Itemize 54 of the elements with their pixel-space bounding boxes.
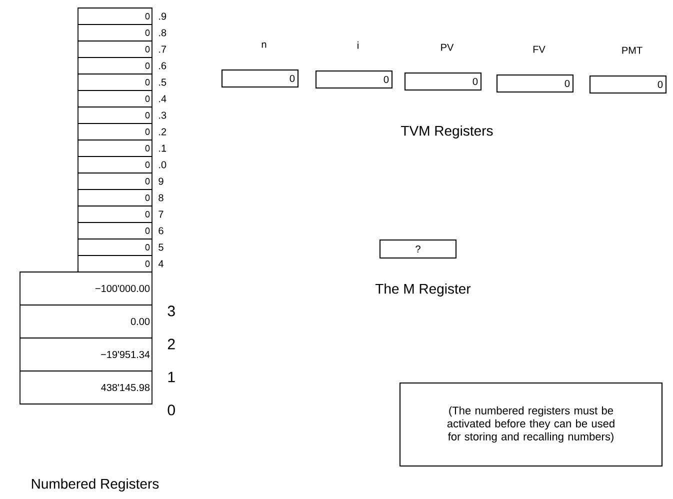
register-box: 0 <box>316 70 392 88</box>
register-number: 6 <box>158 227 164 234</box>
register-cell: 0 <box>78 8 152 25</box>
register-cell: 0 <box>78 106 152 124</box>
register-cell: 0 <box>78 140 152 157</box>
section-caption: The M Register <box>375 283 471 297</box>
register-box: 0 <box>590 76 666 94</box>
register-number: 7 <box>158 210 164 218</box>
register-cell: 0 <box>78 206 152 223</box>
register-cell: 438'145.98 <box>20 370 152 404</box>
register-number: 5 <box>158 244 164 251</box>
register-number: .6 <box>159 62 166 70</box>
register-number: .2 <box>159 128 166 136</box>
register-cell: 0 <box>78 172 152 190</box>
register-number: .1 <box>159 144 166 152</box>
register-box: ? <box>380 240 456 258</box>
section-caption: TVM Registers <box>401 125 493 139</box>
note-box: (The numbered registers must be activated before they can be used for storing and recalling numbers) <box>400 382 662 466</box>
register-name: n <box>262 42 266 48</box>
register-cell: 0 <box>78 222 152 240</box>
register-cell: 0 <box>78 24 152 42</box>
register-number: .9 <box>159 12 166 20</box>
register-cell: 0 <box>78 238 152 256</box>
register-cell: 0.00 <box>20 304 152 338</box>
register-cell: 0 <box>78 189 152 206</box>
register-box: 0 <box>496 74 574 92</box>
register-number: 0 <box>168 404 175 416</box>
register-number: 3 <box>168 306 175 316</box>
register-cell: 0 <box>78 90 152 108</box>
register-name: FV <box>533 46 546 53</box>
register-cell: 0 <box>78 123 152 140</box>
register-number: .4 <box>159 95 166 102</box>
register-cell: 0 <box>78 40 152 58</box>
register-cell: −19'951.34 <box>20 338 152 372</box>
register-number: .5 <box>159 78 166 86</box>
register-number: .3 <box>159 112 166 119</box>
section-caption: Numbered Registers <box>32 478 159 492</box>
register-cell: 0 <box>78 255 152 272</box>
register-cell: 0 <box>78 57 152 74</box>
register-number: 8 <box>158 194 164 202</box>
register-box: 0 <box>404 72 482 90</box>
register-number: 2 <box>168 338 175 350</box>
register-number: .0 <box>159 161 166 168</box>
register-box: 0 <box>222 70 298 88</box>
register-number: 1 <box>168 372 175 382</box>
register-number: 4 <box>158 260 164 268</box>
register-cell: 0 <box>78 74 152 91</box>
register-name: PV <box>441 44 454 51</box>
register-name: PMT <box>622 46 642 54</box>
register-number: 9 <box>158 178 164 185</box>
register-number: .7 <box>159 46 166 53</box>
register-cell: 0 <box>78 156 152 174</box>
register-number: .8 <box>159 29 166 36</box>
register-cell: −100'000.00 <box>20 272 152 306</box>
